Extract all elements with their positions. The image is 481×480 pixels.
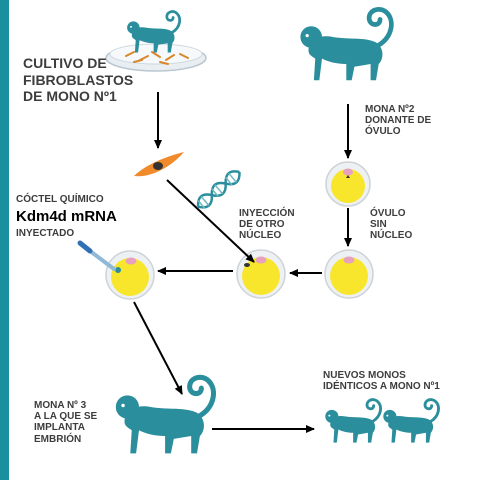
dna-icon [196, 170, 241, 209]
egg-cell-icon [236, 249, 286, 299]
egg-cell-icon [105, 250, 155, 300]
mona3-label: MONA Nº 3 A LA QUE SE IMPLANTA EMBRIÓN [34, 400, 98, 445]
monkey-icon [300, 9, 391, 80]
inyectado-label: INYECTADO [16, 228, 75, 239]
nuevos-label: NUEVOS MONOS IDÉNTICOS A MONO Nº1 [323, 370, 440, 393]
fibroblast-cell-icon [134, 152, 184, 177]
monkey-icon [116, 377, 214, 453]
egg-cell-icon [324, 249, 374, 299]
pipette-icon [77, 240, 116, 271]
kdm4d-label: Kdm4d mRNA [16, 208, 117, 225]
ovulo-label: ÓVULO SIN NÚCLEO [370, 208, 413, 242]
monkey-icon [381, 398, 440, 445]
cultivo-label: CULTIVO DE FIBROBLASTOS DE MONO Nº1 [23, 55, 134, 105]
inyeccion-label: INYECCIÓN DE OTRO NÚCLEO [239, 208, 295, 242]
petri-dish-icon [105, 43, 207, 72]
egg-cell-icon [325, 161, 371, 207]
left-accent-bar [0, 0, 9, 480]
flow-arrows [133, 92, 352, 433]
monkey-icon [323, 398, 382, 445]
coctel-label: CÓCTEL QUÍMICO [16, 194, 104, 205]
mona2-label: MONA Nº2 DONANTE DE ÓVULO [365, 104, 432, 138]
